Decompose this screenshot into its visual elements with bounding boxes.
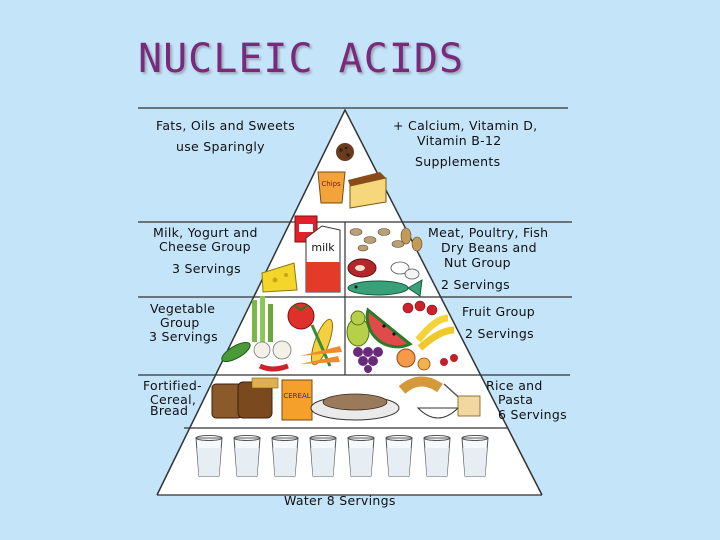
grains-left-line-3: Bread	[150, 403, 189, 418]
cherries-icon	[440, 354, 458, 366]
crackers-icon	[251, 377, 279, 389]
water-glass-icon	[385, 435, 413, 477]
steak-icon	[347, 258, 377, 278]
cookies-icon	[336, 143, 354, 161]
eggs-icon	[390, 261, 420, 280]
grains-left-line-2: Cereal,	[150, 392, 197, 407]
grains-servings: 6 Servings	[498, 407, 567, 422]
bread-loaf-icon	[211, 381, 273, 419]
tier-dividers	[138, 107, 572, 429]
vegetable-servings: 3 Servings	[149, 329, 218, 344]
celery-icon	[252, 296, 273, 342]
cheese-icon	[261, 262, 298, 293]
meat-group-line-3: Nut Group	[444, 255, 511, 270]
fruit-servings: 2 Servings	[465, 326, 534, 341]
strawberries-icon	[402, 300, 438, 316]
water-glass-icon	[233, 435, 261, 477]
chili-pepper-icon	[258, 363, 289, 372]
meat-group-line-2: Dry Beans and	[441, 240, 537, 255]
water-servings-label: Water 8 Servings	[284, 493, 396, 508]
croissant-icon	[398, 376, 443, 394]
water-glass-icon	[309, 435, 337, 477]
cereal-box-icon: CEREAL	[281, 379, 313, 421]
garlic-icon	[253, 340, 292, 360]
chips-bag-icon: Chips	[317, 171, 346, 204]
grains-right-line-2: Pasta	[498, 392, 534, 407]
vegetable-group-line-2: Group	[160, 315, 200, 330]
pear-icon	[346, 310, 370, 347]
water-glass-icon	[195, 435, 223, 477]
tomato-icon	[287, 302, 315, 330]
fruit-group-label: Fruit Group	[462, 304, 536, 319]
water-glass-icon	[271, 435, 299, 477]
water-glasses	[195, 435, 489, 477]
grains-right-line-1: Rice and	[486, 378, 543, 393]
watermelon-icon	[365, 307, 413, 349]
tortillas-icon	[457, 395, 481, 417]
water-glass-icon	[423, 435, 451, 477]
pyramid-outline	[156, 108, 543, 496]
meat-group-line-1: Meat, Poultry, Fish	[428, 225, 549, 240]
grains-left-line-1: Fortified-	[143, 378, 202, 393]
peach-icon	[396, 348, 431, 371]
peanuts-icon	[400, 227, 423, 252]
slide-title: NUCLEIC ACIDS	[138, 36, 465, 82]
chips-label: Chips	[321, 180, 341, 188]
milk-carton-label: milk	[311, 241, 335, 254]
pasta-plate-icon	[310, 393, 400, 421]
carrot-icon	[300, 346, 342, 364]
milk-group-line-1: Milk, Yogurt and	[153, 225, 258, 240]
supplements-label: Supplements	[415, 154, 501, 169]
milk-servings: 3 Servings	[172, 261, 241, 276]
meat-servings: 2 Servings	[441, 277, 510, 292]
milk-carton-icon: milk	[305, 225, 341, 293]
fish-icon	[347, 279, 423, 297]
grapes-icon	[353, 347, 383, 373]
water-glass-icon	[461, 435, 489, 477]
cake-slice-icon	[348, 172, 387, 209]
beans-icon	[349, 228, 405, 252]
supplements-line-2: Vitamin B-12	[417, 133, 502, 148]
pea-pod-icon	[221, 341, 251, 363]
milk-group-line-2: Cheese Group	[159, 239, 251, 254]
supplements-line-1: + Calcium, Vitamin D,	[393, 118, 538, 133]
cereal-box-label: CEREAL	[283, 392, 310, 400]
vegetable-group-line-1: Vegetable	[150, 301, 216, 316]
water-glass-icon	[347, 435, 375, 477]
fats-group-label: Fats, Oils and Sweets	[156, 118, 296, 133]
fats-usage-note: use Sparingly	[176, 139, 265, 154]
bananas-icon	[415, 314, 455, 351]
